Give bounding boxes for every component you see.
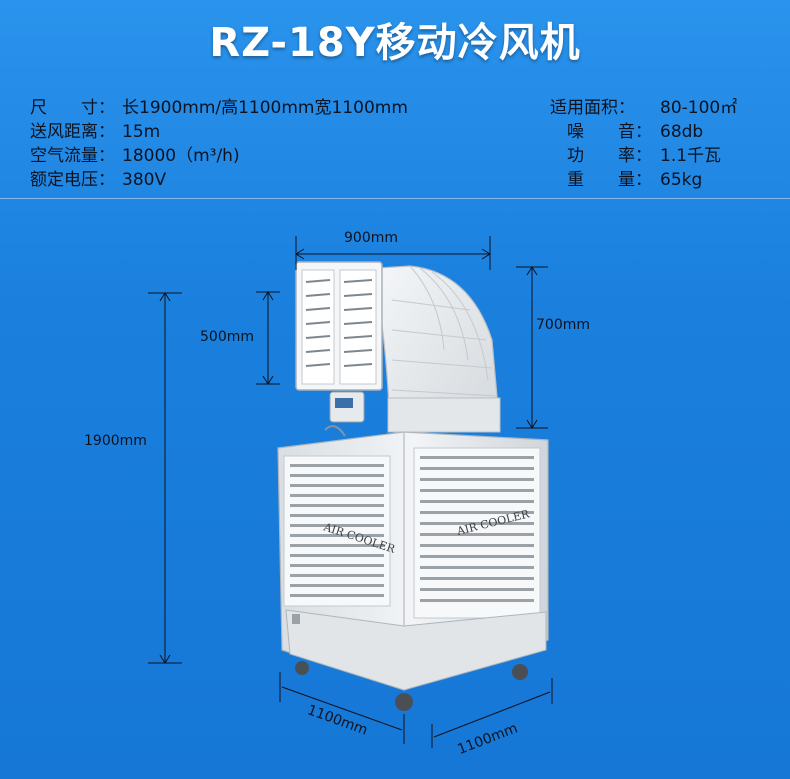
spec-row: 适用面积： 80-100㎡ [550, 96, 737, 120]
spec-row: 送风距离： 15m [30, 120, 408, 144]
spec-value: 长1900mm/高1100mm宽1100mm [122, 98, 408, 118]
dim-total-height: 1900mm [84, 433, 147, 449]
spec-label: 适用面积： [550, 98, 635, 118]
dim-base-right: 1100mm [455, 720, 519, 757]
dimension-lines [148, 236, 553, 748]
cooler-body: AIR COOLER AIR COOLER [277, 431, 549, 711]
spec-label: 重 量： [550, 170, 652, 190]
dim-vent-height: 500mm [200, 329, 254, 345]
spec-label: 空气流量： [30, 146, 115, 166]
spec-value: 68db [660, 122, 704, 142]
control-panel [324, 391, 365, 437]
air-duct [377, 265, 501, 433]
spec-row: 额定电压： 380V [30, 168, 408, 192]
spec-label: 额定电压： [30, 170, 115, 190]
caster-wheels [295, 661, 528, 711]
spec-label: 尺 寸： [30, 98, 115, 118]
spec-row: 尺 寸： 长1900mm/高1100mm宽1100mm [30, 96, 408, 120]
section-divider [0, 198, 790, 199]
dim-duct-height: 700mm [536, 317, 590, 333]
spec-value: 380V [122, 170, 167, 190]
page-title: RZ-18Y移动冷风机 [209, 20, 581, 66]
spec-label: 功 率： [550, 146, 652, 166]
specs-left: 尺 寸： 长1900mm/高1100mm宽1100mm 送风距离： 15m 空气流量… [30, 96, 408, 192]
spec-row: 功 率： 1.1千瓦 [550, 144, 737, 168]
dim-top-width: 900mm [344, 230, 398, 246]
dim-base-left: 1100mm [305, 702, 370, 739]
spec-row: 重 量： 65kg [550, 168, 737, 192]
spec-value: 80-100㎡ [660, 98, 738, 118]
specs-right: 适用面积： 80-100㎡ 噪 音： 68db 功 率： 1.1千瓦 重 量： 65kg [550, 96, 737, 192]
spec-row: 空气流量： 18000（m³/h) [30, 144, 408, 168]
spec-label: 噪 音： [550, 122, 652, 142]
louver-vent [295, 261, 383, 391]
spec-value: 15m [122, 122, 161, 142]
spec-row: 噪 音： 68db [550, 120, 737, 144]
spec-value: 1.1千瓦 [660, 146, 722, 166]
spec-value: 65kg [660, 170, 703, 190]
spec-value: 18000（m³/h) [122, 146, 240, 166]
spec-label: 送风距离： [30, 122, 115, 142]
